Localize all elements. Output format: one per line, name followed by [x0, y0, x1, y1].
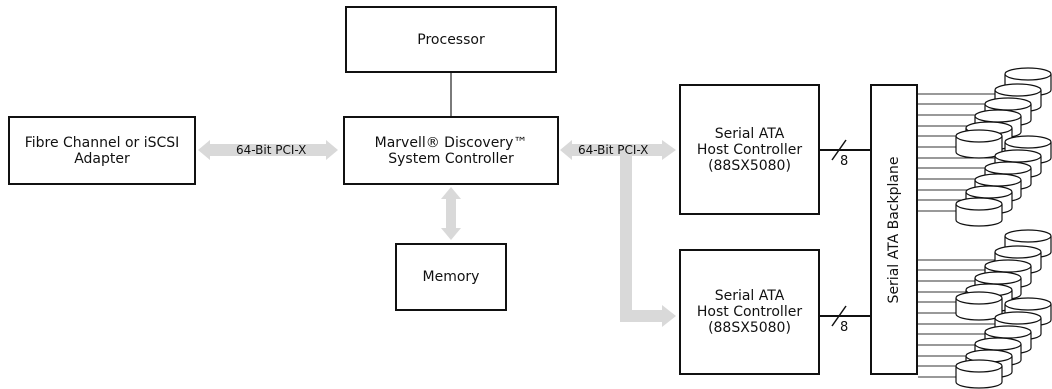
host-controller-bottom-box: Serial ATA Host Controller (88SX5080)	[679, 249, 820, 375]
pci-x-left-arrow	[198, 140, 338, 160]
adapter-label-line2: Adapter	[74, 150, 130, 167]
host-controller-top-line3: (88SX5080)	[708, 157, 791, 174]
bus-slash-bottom	[831, 305, 847, 327]
processor-label: Processor	[417, 31, 485, 48]
system-controller-label-line2: System Controller	[388, 150, 514, 167]
adapter-label-line1: Fibre Channel or iSCSI	[24, 134, 180, 151]
pci-x-left-label: 64-Bit PCI-X	[236, 143, 307, 157]
memory-label: Memory	[422, 269, 480, 285]
host-controller-top-box: Serial ATA Host Controller (88SX5080)	[679, 84, 820, 215]
bus-width-top-label: 8	[840, 154, 849, 169]
bus-slash-top	[831, 139, 847, 161]
system-controller-box: Marvell® Discovery™ System Controller	[343, 116, 559, 185]
system-controller-label-line1: Marvell® Discovery™	[374, 134, 528, 151]
host-controller-top-line2: Host Controller	[696, 141, 803, 158]
host-controller-top-line1: Serial ATA	[714, 125, 785, 142]
pci-x-right-label: 64-Bit PCI-X	[578, 143, 649, 157]
pci-x-right-arrow	[560, 140, 676, 327]
host-controller-bottom-line2: Host Controller	[696, 304, 803, 320]
memory-bus-arrow	[441, 187, 461, 240]
memory-box: Memory	[395, 243, 507, 311]
sata-backplane-box: Serial ATA Backplane	[870, 84, 918, 375]
backplane-label: Serial ATA Backplane	[886, 156, 902, 303]
host-controller-bottom-line3: (88SX5080)	[708, 320, 791, 336]
host-controller-bottom-line1: Serial ATA	[714, 288, 785, 304]
adapter-box: Fibre Channel or iSCSI Adapter	[8, 116, 196, 185]
processor-box: Processor	[345, 6, 557, 73]
bus-width-bottom-label: 8	[840, 320, 849, 335]
